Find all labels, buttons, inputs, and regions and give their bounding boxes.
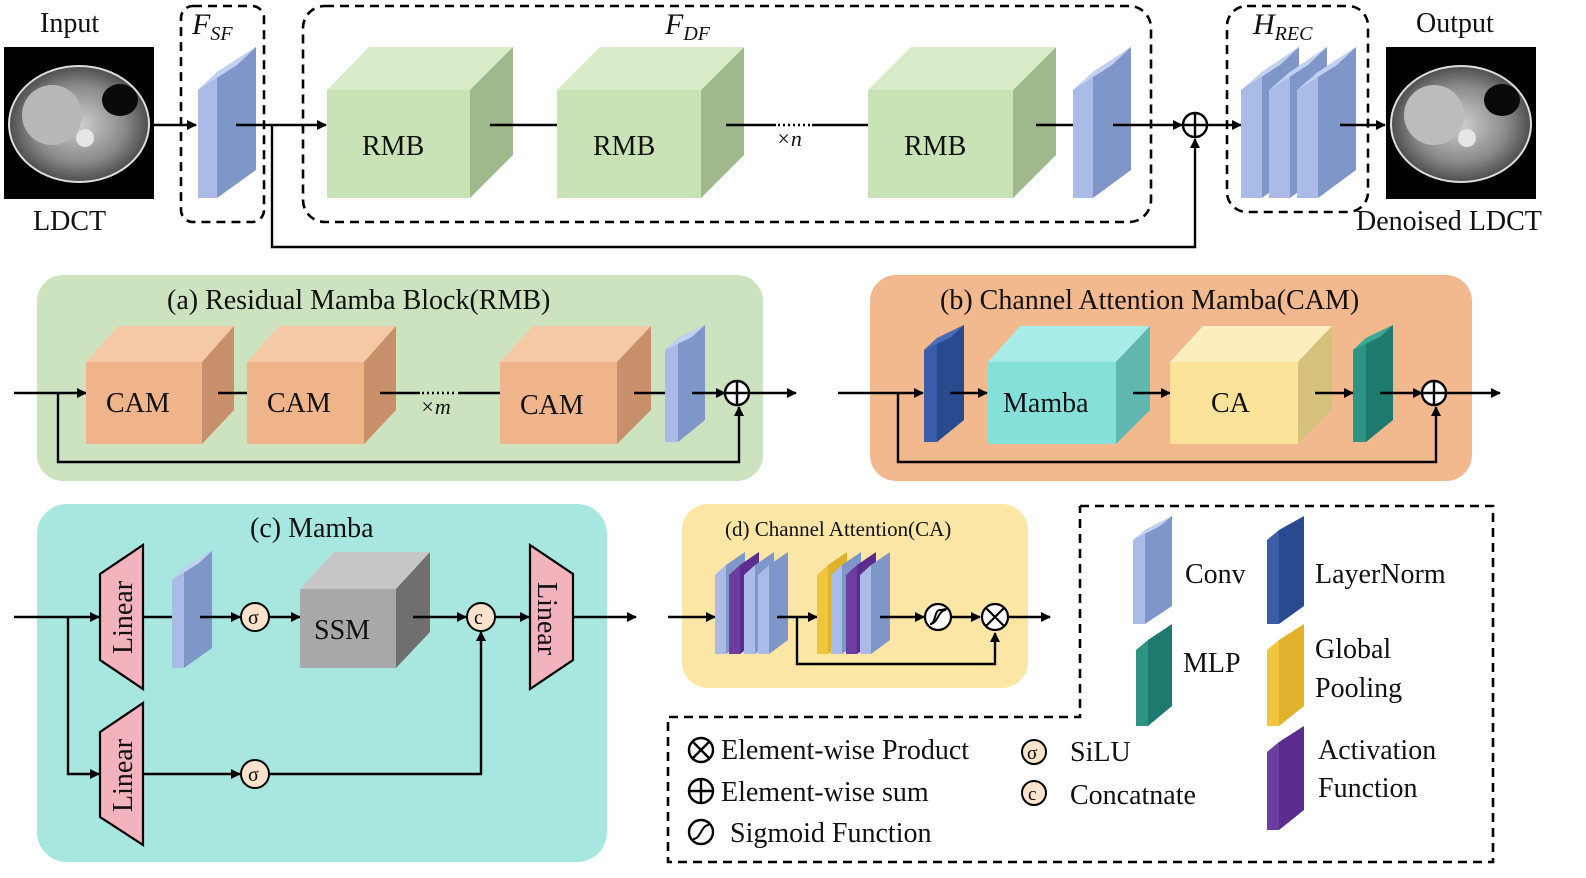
legend-silu-label: SiLU — [1070, 737, 1131, 768]
fdf-box — [301, 4, 1153, 224]
n-repeat-label: ×n — [776, 126, 802, 151]
rmb-label-2: RMB — [593, 131, 655, 162]
legend-activation-icon — [1267, 726, 1304, 830]
legend-sigmoid-label: Sigmoid Function — [730, 818, 931, 849]
panel-d-title: (d) Channel Attention(CA) — [725, 517, 951, 541]
linear-label-2: Linear — [108, 738, 139, 812]
legend-silu-symbol: σ — [1027, 743, 1037, 764]
sum-node-b — [1420, 379, 1448, 407]
input-ct-image — [4, 47, 154, 199]
legend-box — [666, 504, 1495, 864]
panel-c-conv-layer — [172, 551, 212, 668]
panel-a-conv-layer — [665, 325, 705, 442]
output-caption: Denoised LDCT — [1356, 206, 1542, 237]
output-ct-image — [1386, 47, 1536, 199]
cam-label-2: CAM — [267, 388, 331, 419]
legend-activation-label-2: Function — [1318, 773, 1418, 804]
ca-block — [1170, 326, 1332, 444]
cam-label-1: CAM — [106, 388, 170, 419]
product-node — [980, 602, 1010, 632]
linear-layer-1 — [98, 542, 145, 692]
mamba-label: Mamba — [1003, 388, 1089, 419]
ca-stack-2 — [817, 552, 890, 654]
input-label: Input — [40, 8, 99, 39]
ssm-label: SSM — [314, 615, 370, 646]
cam-block-3 — [500, 326, 651, 444]
silu-symbol-2: σ — [248, 764, 259, 786]
legend-mlp-label: MLP — [1183, 648, 1241, 679]
legend-mlp-icon — [1136, 624, 1172, 726]
linear-layer-3 — [528, 542, 575, 692]
ssm-block — [300, 552, 430, 668]
legend-concat-icon — [1021, 780, 1047, 806]
legend-layernorm-label: LayerNorm — [1315, 559, 1446, 590]
rmb-label-1: RMB — [362, 131, 424, 162]
fsf-box — [179, 4, 266, 224]
cam-block-2 — [247, 326, 396, 444]
fdf-conv-layer — [1073, 47, 1131, 198]
sum-node-top — [1181, 111, 1209, 139]
fdf-label: FDF — [664, 8, 711, 45]
rmb-block-3 — [868, 47, 1056, 198]
legend-layernorm-icon — [1267, 516, 1304, 624]
legend-conv-label: Conv — [1185, 559, 1246, 590]
linear-layer-2 — [98, 700, 145, 848]
rmb-block-2 — [557, 47, 744, 198]
hrec-label: HREC — [1252, 8, 1313, 45]
output-label: Output — [1416, 8, 1494, 39]
silu-symbol-1: σ — [248, 607, 259, 629]
legend-sum-icon — [687, 777, 715, 805]
panel-a-title: (a) Residual Mamba Block(RMB) — [167, 285, 550, 316]
ca-stack-1 — [715, 552, 788, 654]
cam-block-1 — [86, 326, 234, 444]
legend-sigmoid-icon — [687, 818, 715, 846]
legend-concat-symbol: c — [1028, 784, 1036, 805]
legend-concat-label: Concatnate — [1070, 780, 1196, 811]
legend-conv-icon — [1133, 516, 1172, 624]
legend-pooling-icon — [1267, 624, 1304, 726]
ca-label: CA — [1211, 388, 1251, 419]
panel-b-title: (b) Channel Attention Mamba(CAM) — [940, 285, 1359, 316]
panel-b-mlp-layer — [1353, 325, 1393, 442]
legend-pooling-label-1: Global — [1315, 634, 1391, 665]
legend-sum-label: Element-wise sum — [721, 777, 929, 808]
legend-pooling-label-2: Pooling — [1315, 673, 1402, 704]
input-caption: LDCT — [33, 206, 106, 237]
rmb-label-3: RMB — [904, 131, 966, 162]
fsf-conv-layer — [198, 47, 256, 198]
legend-product-icon — [687, 736, 715, 764]
legend-silu-icon — [1021, 739, 1047, 765]
panel-c-title: (c) Mamba — [250, 513, 374, 544]
sigmoid-node — [923, 602, 953, 632]
fsf-label: FSF — [191, 8, 233, 45]
legend-activation-label-1: Activation — [1318, 735, 1436, 766]
sum-node-a — [723, 379, 751, 407]
panel-b-layernorm-layer — [924, 325, 964, 442]
concat-symbol: c — [474, 607, 483, 629]
hrec-box — [1225, 4, 1370, 214]
cam-label-3: CAM — [520, 390, 584, 421]
legend-product-label: Element-wise Product — [721, 735, 969, 766]
rmb-block-1 — [327, 47, 513, 198]
linear-label-3: Linear — [531, 582, 562, 656]
mamba-block — [988, 326, 1150, 444]
hrec-conv-stack — [1241, 47, 1356, 198]
linear-label-1: Linear — [108, 580, 139, 654]
m-repeat-label: ×m — [420, 394, 451, 419]
